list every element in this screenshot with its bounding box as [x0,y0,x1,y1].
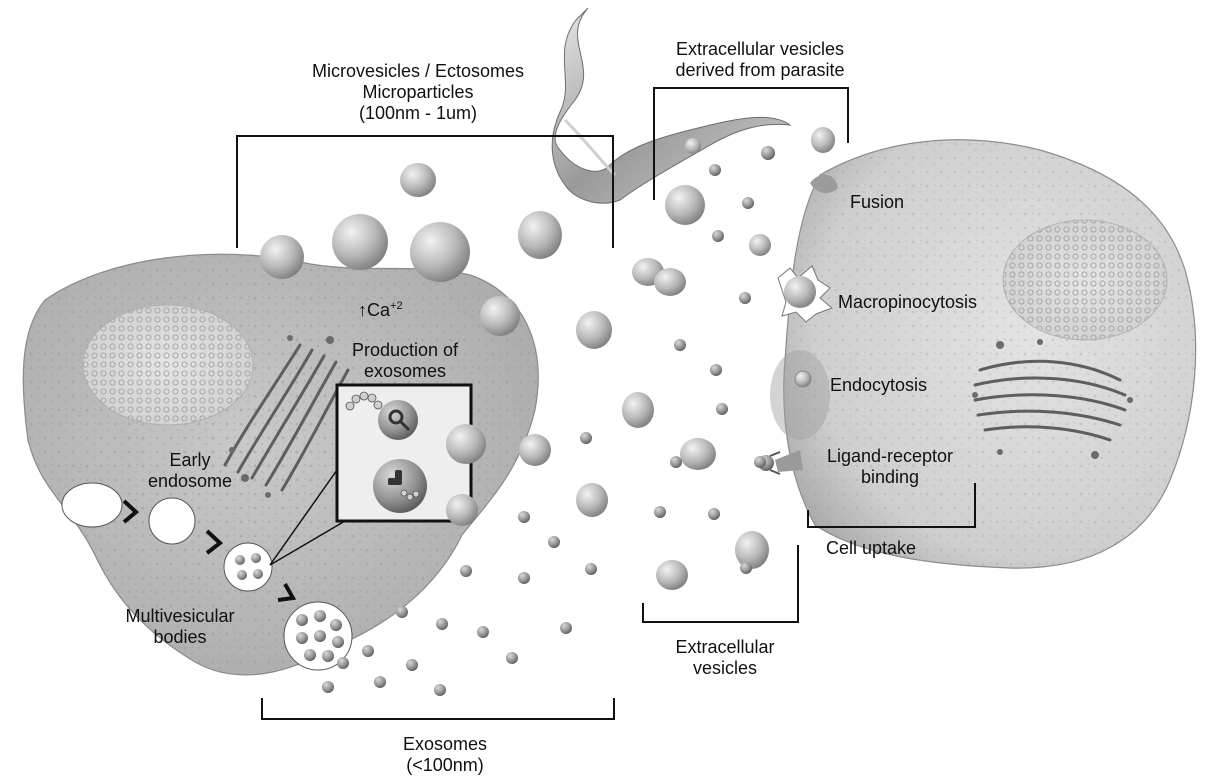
parasite [552,8,790,203]
endocytosis-vesicle [795,371,811,387]
mvb-label: Multivesicular bodies [110,606,250,648]
cell-uptake-label: Cell uptake [826,538,916,559]
microvesicles-label: Microvesicles / Ectosomes Microparticles… [268,61,568,124]
endocytosis-label: Endocytosis [830,375,927,396]
multivesicular-body-1 [224,543,272,591]
ligand-receptor-label: Ligand-receptor binding [810,446,970,488]
calcium-label: ↑Ca+2 [358,296,403,321]
exosomes-label: Exosomes (<100nm) [390,734,500,776]
early-endosome-label: Early endosome [140,450,240,492]
production-label: Production of exosomes [320,340,490,382]
budding-endosome [62,483,122,527]
early-endosome [149,498,195,544]
fusion-label: Fusion [850,192,904,213]
extracellular-vesicles-label: Extracellular vesicles [650,637,800,679]
parasite-ev-label: Extracellular vesicles derived from para… [640,39,880,81]
exosome-bracket [262,698,614,719]
macropinocytosis-label: Macropinocytosis [838,292,977,313]
recipient-cell [758,140,1196,568]
